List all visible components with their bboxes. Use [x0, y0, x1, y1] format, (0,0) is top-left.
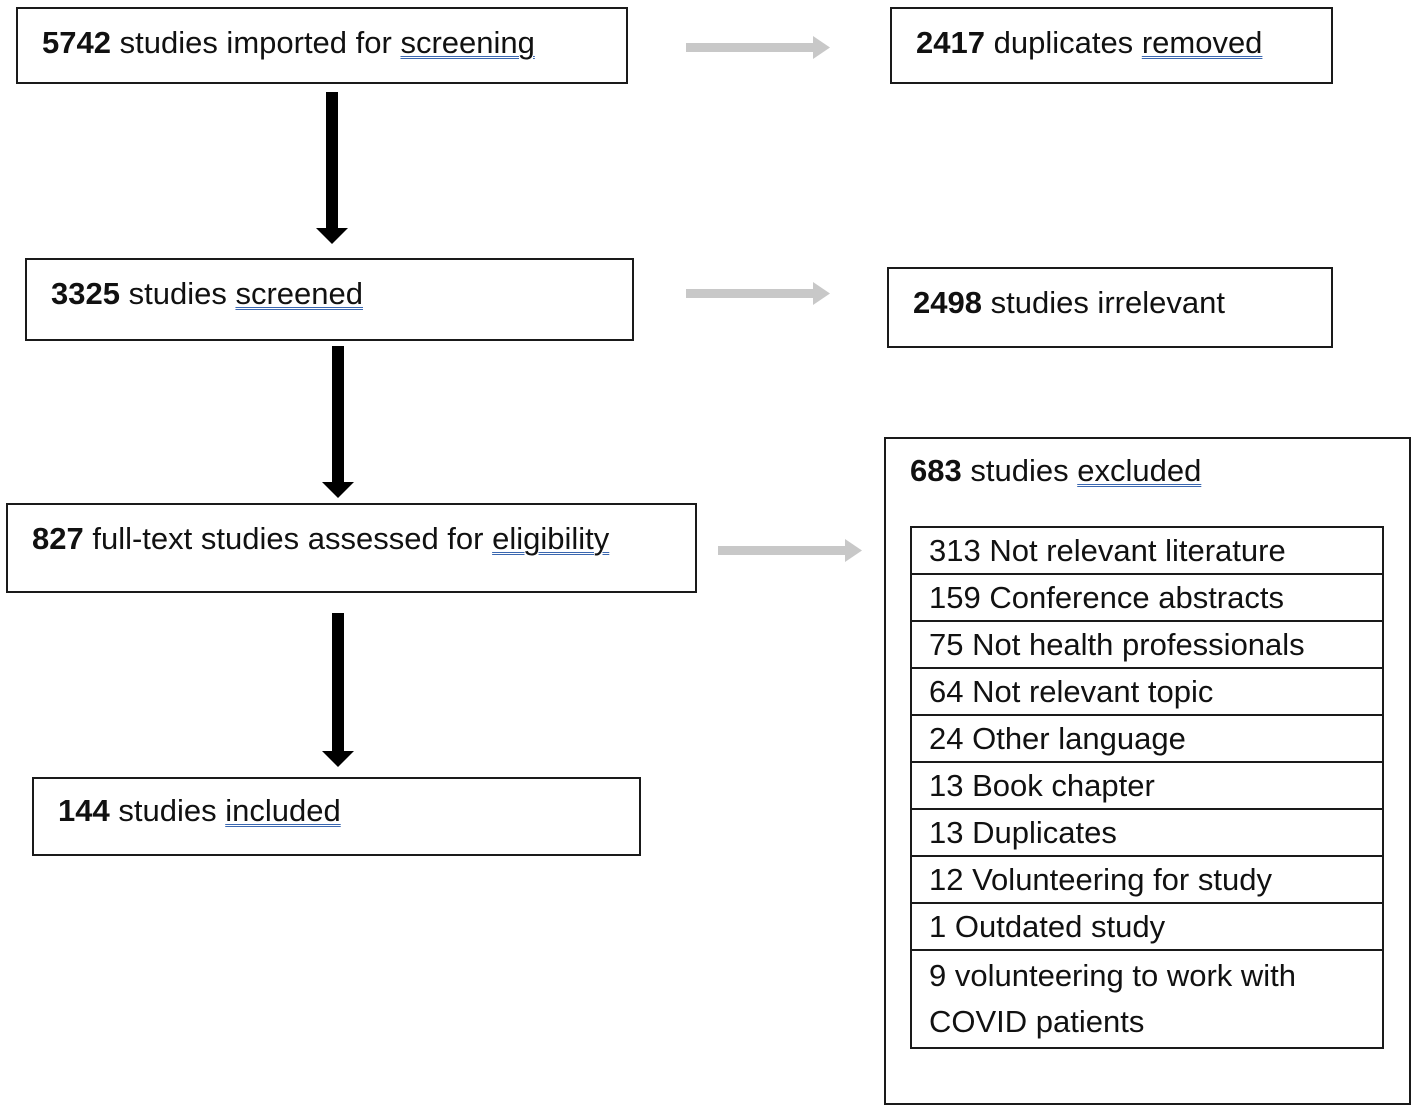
duplicates-underlined: removed — [1141, 25, 1263, 60]
reason-row: 159 Conference abstracts — [912, 575, 1382, 622]
included-box: 144 studies included — [32, 777, 641, 856]
down-arrow-1 — [316, 92, 348, 244]
included-count: 144 — [58, 793, 110, 828]
reason-row: 24 Other language — [912, 716, 1382, 763]
imported-box: 5742 studies imported for screening — [16, 7, 628, 84]
screened-text: studies — [128, 276, 227, 311]
reason-row: 313 Not relevant literature — [912, 528, 1382, 575]
down-arrow-2 — [322, 346, 354, 498]
included-underlined: included — [225, 793, 341, 828]
excluded-underlined: excluded — [1077, 453, 1202, 488]
excluded-box: 683 studies excluded 313 Not relevant li… — [884, 437, 1411, 1105]
screened-underlined: screened — [235, 276, 363, 311]
reason-row: 13 Duplicates — [912, 810, 1382, 857]
reason-row: 75 Not health professionals — [912, 622, 1382, 669]
down-arrow-3 — [322, 613, 354, 767]
screened-box: 3325 studies screened — [25, 258, 634, 341]
side-arrow-2 — [686, 282, 830, 305]
reason-row: 9 volunteering to work with COVID patien… — [929, 958, 1297, 1039]
imported-underlined: screening — [400, 25, 535, 60]
imported-text: studies imported for — [119, 25, 392, 60]
screened-count: 3325 — [51, 276, 120, 311]
excluded-text: studies — [970, 453, 1069, 488]
irrelevant-box: 2498 studies irrelevant — [887, 267, 1333, 348]
side-arrow-3 — [718, 539, 862, 562]
exclusion-reasons-table: 313 Not relevant literature 159 Conferen… — [910, 526, 1384, 1049]
fulltext-underlined: eligibility — [492, 521, 610, 556]
excluded-title: 683 studies excluded — [910, 453, 1201, 489]
irrelevant-count: 2498 — [913, 285, 982, 320]
duplicates-text: duplicates — [993, 25, 1134, 60]
fulltext-box: 827 full-text studies assessed for eligi… — [6, 503, 697, 593]
reason-row: 13 Book chapter — [912, 763, 1382, 810]
duplicates-count: 2417 — [916, 25, 985, 60]
reason-row: 12 Volunteering for study — [912, 857, 1382, 904]
imported-count: 5742 — [42, 25, 111, 60]
fulltext-count: 827 — [32, 521, 84, 556]
fulltext-text: full-text studies assessed for — [92, 521, 484, 556]
duplicates-box: 2417 duplicates removed — [890, 7, 1333, 84]
reason-row: 64 Not relevant topic — [912, 669, 1382, 716]
side-arrow-1 — [686, 36, 830, 59]
excluded-count: 683 — [910, 453, 962, 488]
reason-row: 1 Outdated study — [912, 904, 1382, 951]
irrelevant-text: studies irrelevant — [990, 285, 1225, 320]
included-text: studies — [118, 793, 217, 828]
